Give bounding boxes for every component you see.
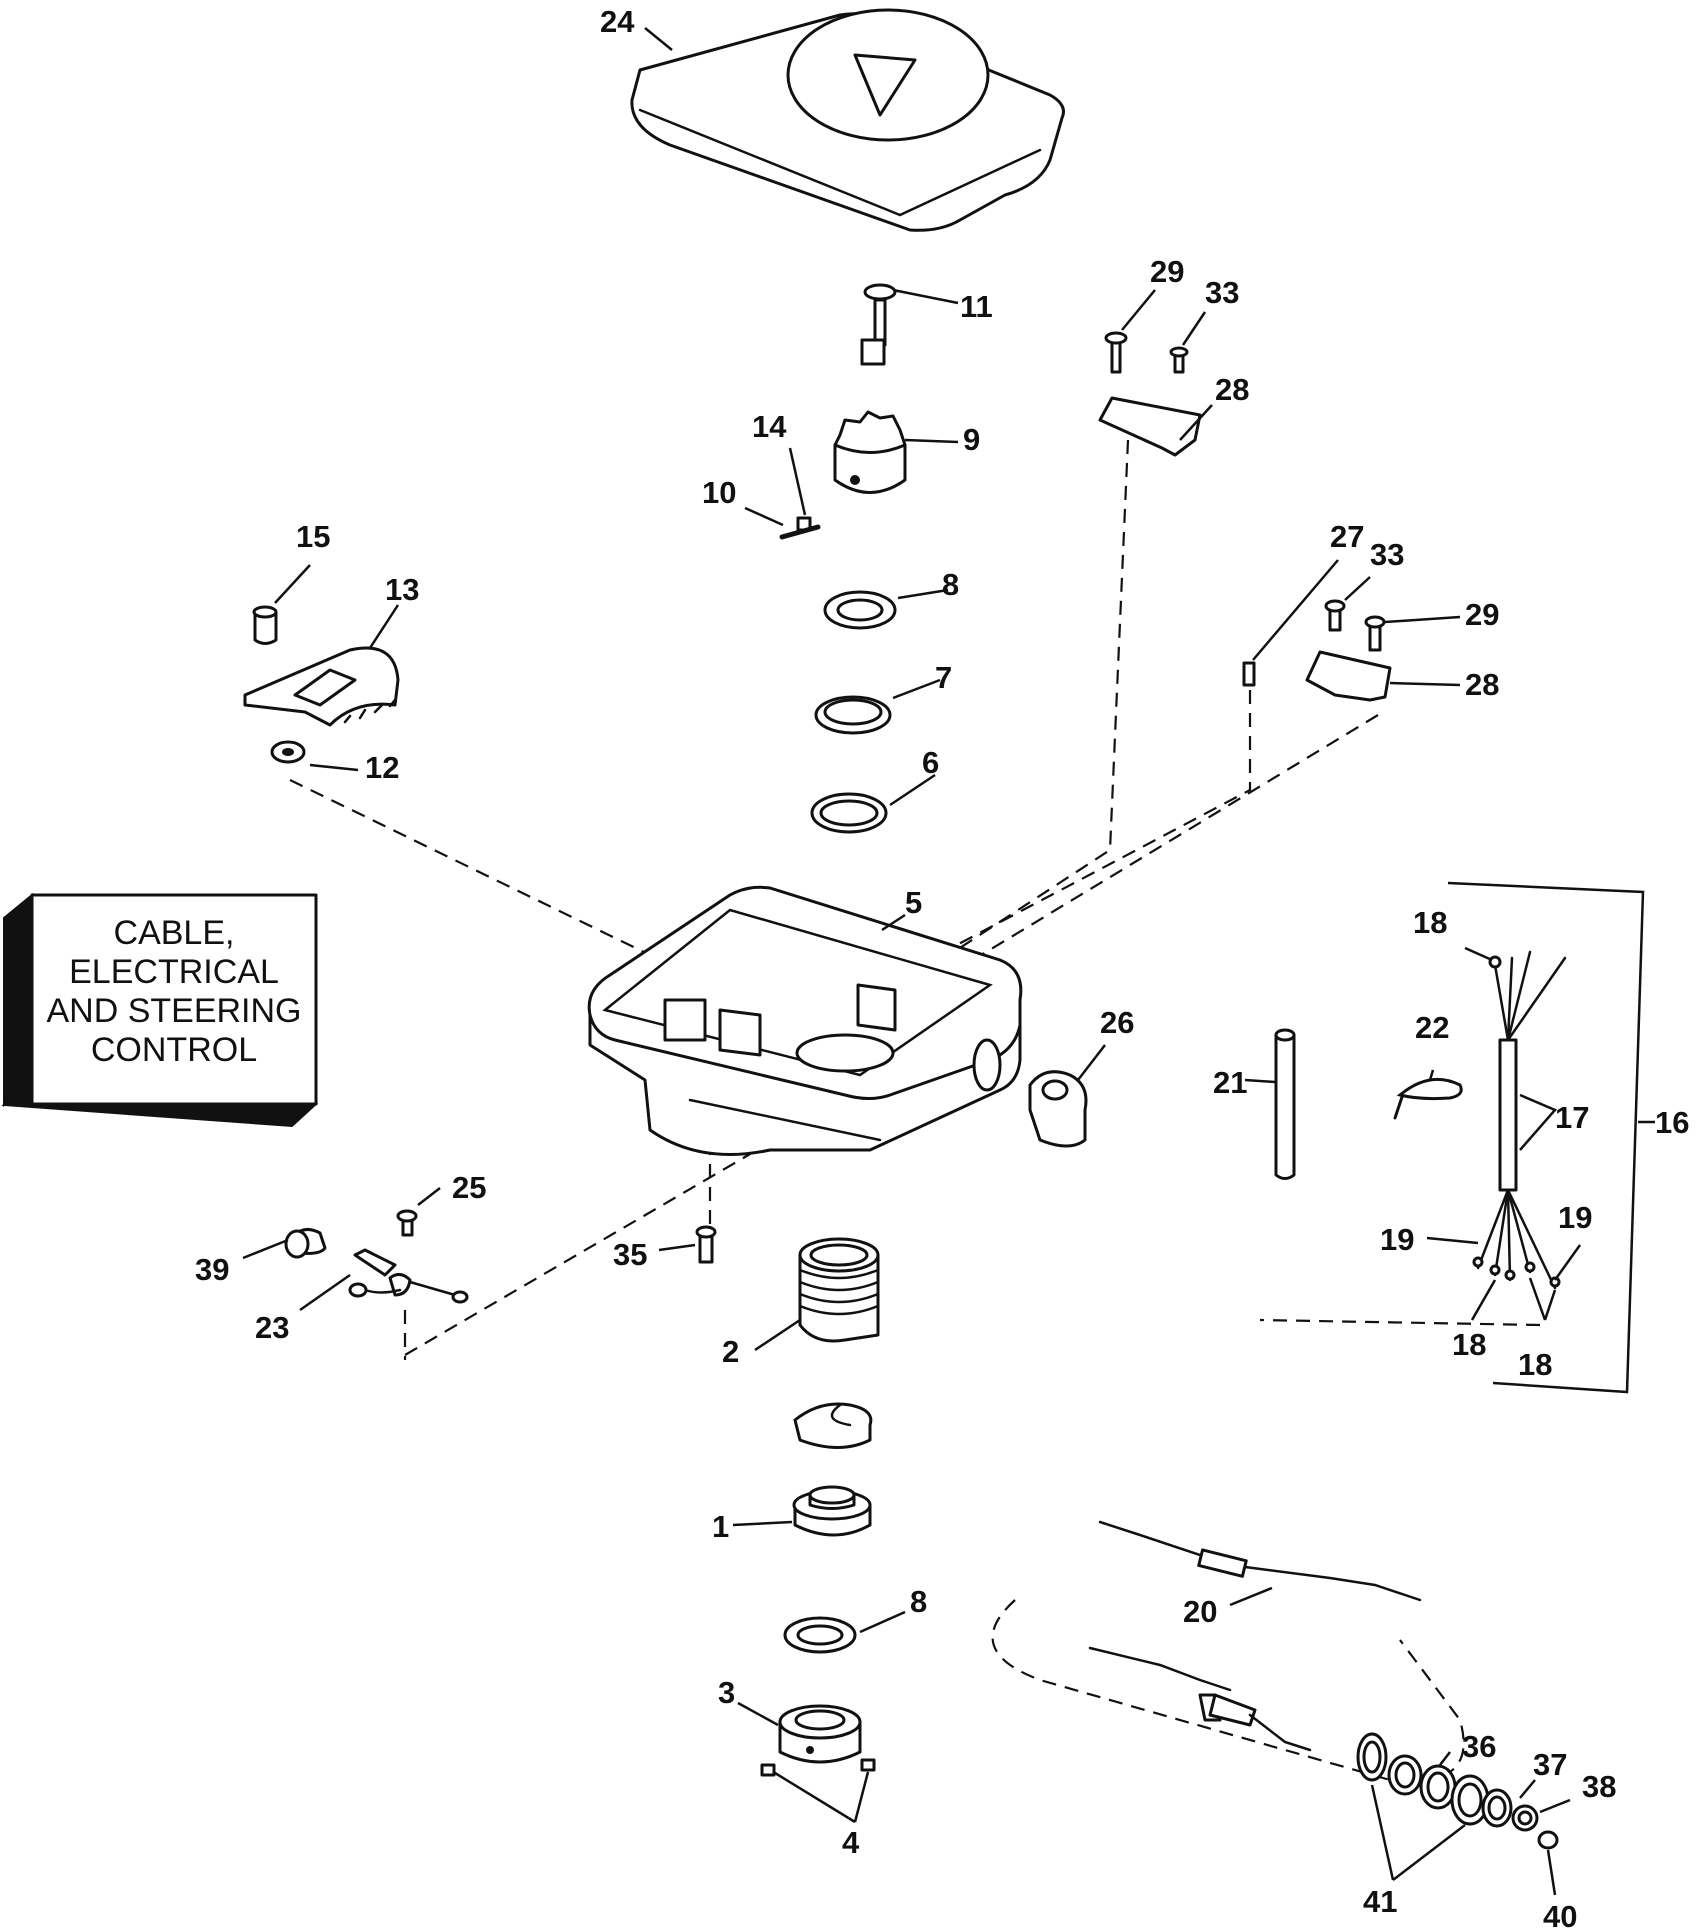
callout-19-right: 19 xyxy=(1558,1200,1592,1235)
part-clamp-top xyxy=(1098,331,1202,457)
part-harness-bracket xyxy=(1447,881,1645,1394)
callout-5: 5 xyxy=(905,885,922,920)
caption-line-4: CONTROL xyxy=(91,1031,257,1069)
callout-36: 36 xyxy=(1462,1729,1496,1764)
part-gear-9 xyxy=(779,410,907,540)
assembly-lines xyxy=(289,439,1541,1783)
callout-41: 41 xyxy=(1363,1884,1397,1919)
callout-6: 6 xyxy=(922,745,939,780)
callout-26: 26 xyxy=(1100,1005,1134,1040)
part-steering-gear xyxy=(243,605,400,764)
callout-22: 22 xyxy=(1415,1010,1449,1045)
callout-19-left: 19 xyxy=(1380,1222,1414,1257)
callout-14: 14 xyxy=(752,409,787,444)
callout-18-right: 18 xyxy=(1518,1347,1552,1382)
part-clamp-right xyxy=(1242,599,1392,702)
callout-40: 40 xyxy=(1543,1899,1577,1932)
part-washers xyxy=(1356,1732,1559,1850)
callout-28-right: 28 xyxy=(1465,667,1499,702)
part-spacer xyxy=(793,1402,873,1449)
part-ring xyxy=(810,792,888,834)
leader-lines xyxy=(242,27,1655,1896)
callout-10: 10 xyxy=(702,475,736,510)
callout-labels: 24 11 29 33 28 14 9 10 15 13 8 27 33 29 … xyxy=(195,4,1689,1932)
callout-2: 2 xyxy=(722,1334,739,1369)
caption-line-3: AND STEERING xyxy=(46,992,301,1030)
callout-39: 39 xyxy=(195,1252,229,1287)
callout-3: 3 xyxy=(718,1675,735,1710)
callout-35: 35 xyxy=(613,1237,647,1272)
callout-37: 37 xyxy=(1533,1747,1567,1782)
part-cover xyxy=(630,8,1065,232)
callout-33: 33 xyxy=(1205,275,1239,310)
caption-line-1: CABLE, xyxy=(114,914,235,952)
part-housing xyxy=(587,885,1023,1156)
callout-29: 29 xyxy=(1150,254,1184,289)
caption-line-2: ELECTRICAL xyxy=(69,953,279,991)
part-collar xyxy=(760,1704,876,1777)
callout-38: 38 xyxy=(1582,1769,1616,1804)
callout-4: 4 xyxy=(842,1825,860,1860)
callout-21: 21 xyxy=(1213,1065,1247,1100)
callout-1: 1 xyxy=(712,1509,729,1544)
callout-25: 25 xyxy=(452,1170,486,1205)
callout-29-right: 29 xyxy=(1465,597,1499,632)
callout-7: 7 xyxy=(935,660,952,695)
part-tube xyxy=(798,1237,880,1343)
part-shaft xyxy=(860,283,897,366)
callout-18-top: 18 xyxy=(1413,905,1447,940)
callout-17: 17 xyxy=(1555,1100,1589,1135)
part-screw-35 xyxy=(695,1225,717,1264)
callout-33-right: 33 xyxy=(1370,537,1404,572)
part-cable xyxy=(1088,1520,1422,1752)
part-bushing xyxy=(814,695,892,735)
caption-box: CABLE, ELECTRICAL AND STEERING CONTROL xyxy=(1,892,319,1128)
callout-28: 28 xyxy=(1215,372,1249,407)
callout-15: 15 xyxy=(296,519,330,554)
callout-20: 20 xyxy=(1183,1594,1217,1629)
callout-11: 11 xyxy=(960,289,993,324)
callout-8-lower: 8 xyxy=(910,1584,927,1619)
callout-12: 12 xyxy=(365,750,399,785)
callout-9: 9 xyxy=(963,422,980,457)
callout-18-left: 18 xyxy=(1452,1327,1486,1362)
callout-24: 24 xyxy=(600,4,635,39)
part-bushing-lower xyxy=(792,1485,872,1537)
part-bearing-lower xyxy=(783,1616,857,1654)
part-strap xyxy=(1393,1077,1463,1120)
callout-27: 27 xyxy=(1330,519,1364,554)
callout-8-top: 8 xyxy=(942,567,959,602)
callout-16: 16 xyxy=(1655,1105,1689,1140)
callout-13: 13 xyxy=(385,572,419,607)
part-rod xyxy=(1274,1028,1296,1180)
part-bearing-top xyxy=(823,590,897,630)
part-clip xyxy=(1028,1070,1088,1148)
callout-23: 23 xyxy=(255,1310,289,1345)
part-harness xyxy=(1472,950,1567,1290)
part-ground-strap xyxy=(284,1209,469,1304)
